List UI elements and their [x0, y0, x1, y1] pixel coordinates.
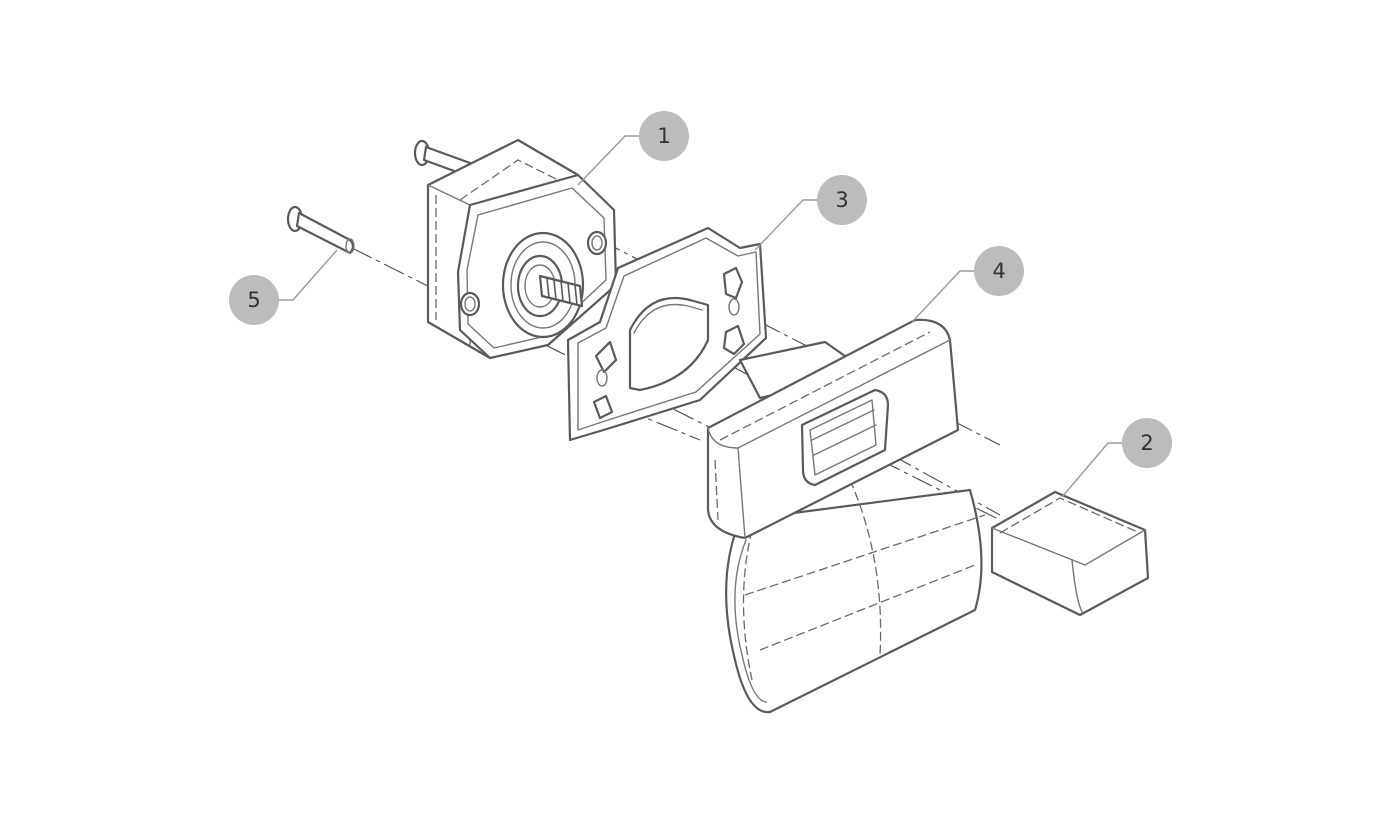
- latch-body: [426, 138, 618, 360]
- callout-3-label: 3: [835, 188, 848, 212]
- screw-lower: [286, 205, 355, 255]
- end-cap: [990, 490, 1150, 617]
- callout-5-label: 5: [247, 288, 260, 312]
- callout-5: 5: [229, 275, 279, 325]
- callout-leaders: [278, 135, 1123, 498]
- callout-4-label: 4: [992, 259, 1005, 283]
- thread-stud: [538, 274, 584, 308]
- mounting-gasket: [566, 226, 768, 442]
- callout-2: 2: [1122, 418, 1172, 468]
- strap-loop: [706, 318, 986, 714]
- callout-3: 3: [817, 175, 867, 225]
- callout-1-label: 1: [657, 124, 670, 148]
- callout-4: 4: [974, 246, 1024, 296]
- callout-2-label: 2: [1140, 431, 1153, 455]
- callout-1: 1: [639, 111, 689, 161]
